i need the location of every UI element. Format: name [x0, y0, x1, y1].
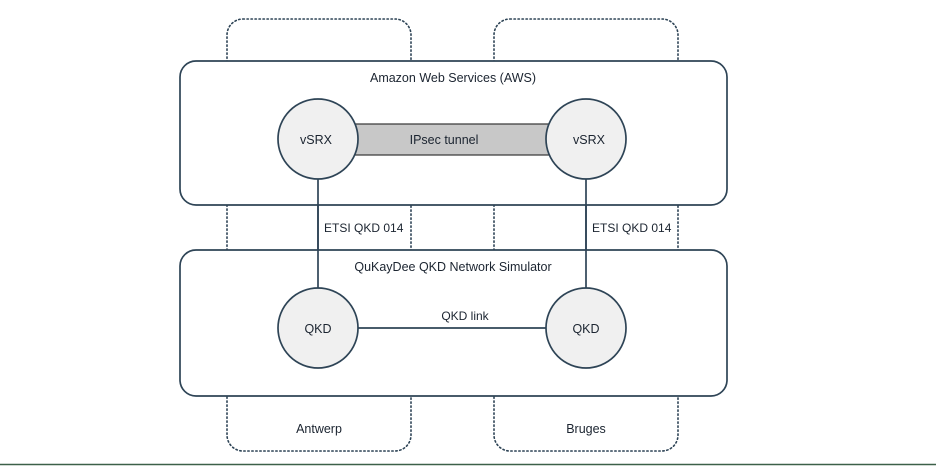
qkd-link-label-backing: [430, 308, 500, 324]
zone-title-aws: Amazon Web Services (AWS): [370, 71, 536, 85]
node-vsrx-left-circle: [277, 98, 359, 180]
zone-title-qukaydee: QuKayDee QKD Network Simulator: [354, 260, 551, 274]
qkd-link-label: QKD link: [441, 309, 489, 323]
etsi-label-left-backing: [322, 220, 406, 236]
node-qkd-right-label: QKD: [572, 322, 599, 336]
site-label-bruges: Bruges: [566, 422, 606, 436]
node-vsrx-right-circle: [545, 98, 627, 180]
node-vsrx-left-label: vSRX: [300, 133, 333, 147]
etsi-label-right-backing: [590, 220, 674, 236]
ipsec-tunnel-label: IPsec tunnel: [410, 133, 479, 147]
site-label-antwerp: Antwerp: [296, 422, 342, 436]
etsi-label-right: ETSI QKD 014: [592, 221, 672, 235]
node-vsrx-right-label: vSRX: [573, 133, 606, 147]
etsi-label-left: ETSI QKD 014: [324, 221, 404, 235]
site-boundary-antwerp: [226, 18, 412, 452]
node-qkd-left-circle: [277, 287, 359, 369]
node-qkd-right-circle: [545, 287, 627, 369]
site-boundary-bruges: [493, 18, 679, 452]
node-qkd-left-label: QKD: [304, 322, 331, 336]
